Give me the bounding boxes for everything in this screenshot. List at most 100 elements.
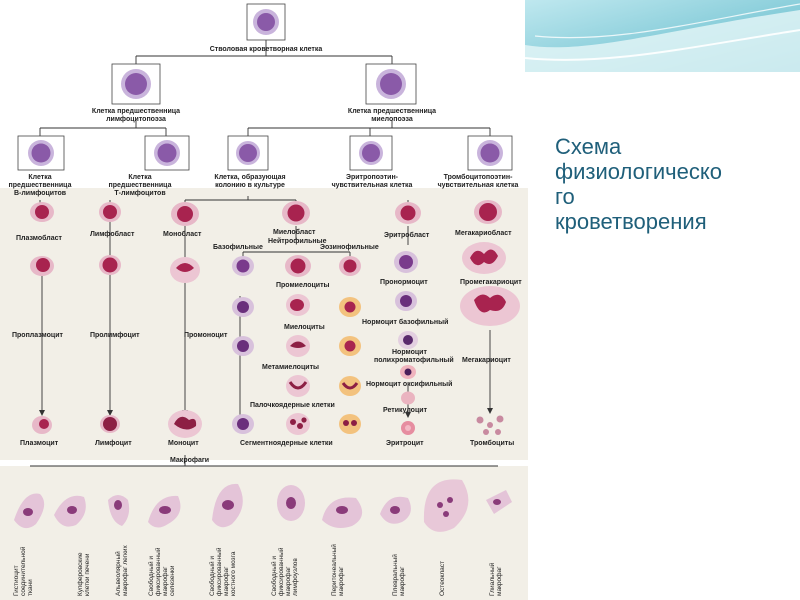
macro-10-line-1: Глиальный — [488, 562, 496, 596]
label-eosinophilic: Эозинофильные — [320, 244, 379, 251]
label-erythrocyte: Эритроцит — [386, 440, 424, 447]
macro-7-line-1: Перитонеальный — [330, 544, 338, 596]
stem-cell — [246, 3, 286, 41]
macro-8-line-1: Плевральный — [391, 554, 399, 596]
label-platelets: Тромбоциты — [470, 439, 514, 447]
myeloblast-cell — [282, 201, 310, 225]
macro-5-line-3: макрофаг — [223, 566, 230, 596]
label-segmented: Сегментноядерные клетки — [240, 440, 333, 447]
macro-2-line-1: Купферовские — [77, 552, 84, 596]
erythroblast-cell — [395, 202, 421, 224]
label-myelocytes: Миелоциты — [284, 324, 325, 331]
macrophage-labels: Гистиоцит соединительной ткани Купферовс… — [13, 544, 503, 596]
normo-poly-cell — [398, 331, 418, 349]
b-progenitor-cell — [17, 135, 65, 171]
label-t-prog-1: Клетка — [128, 174, 151, 181]
basophil-promyelocyte-cell — [232, 256, 254, 276]
connector-lines — [30, 40, 498, 467]
macro-3-line-1: Альвеолярный — [114, 551, 122, 596]
cfu-cell — [227, 135, 269, 171]
label-band: Палочкоядерные клетки — [250, 402, 335, 409]
myelo-progenitor-cell — [365, 63, 417, 105]
normo-oxy-cell — [400, 365, 416, 379]
macrophage-cell-5 — [212, 483, 243, 528]
label-cfu-2: колонию в культуре — [215, 182, 285, 189]
label-myelo-prog-2: миелопоэза — [371, 116, 413, 123]
label-monoblast: Монобласт — [163, 230, 202, 238]
macrophage-cell-2 — [54, 495, 86, 527]
label-monocyte: Моноцит — [168, 440, 199, 447]
macro-5-line-4: костного мозга — [230, 551, 237, 596]
label-t-prog-3: Т-лимфоцитов — [114, 190, 166, 197]
label-reticulocyte: Ретикулоцит — [383, 407, 428, 414]
macro-5-line-2: фиксированный — [215, 547, 223, 596]
macro-8-line-2: макрофаг — [399, 566, 406, 596]
label-pronormocyte: Пронормоцит — [380, 279, 428, 286]
decorative-wave — [525, 0, 800, 72]
erythrocyte-cell — [401, 421, 415, 435]
macrophage-cell-8 — [380, 496, 411, 524]
lower-panel — [0, 188, 528, 460]
label-b-prog-2: предшественница — [9, 182, 72, 189]
neutrophil-band-cell — [286, 375, 310, 397]
macro-5-line-1: Свободный и — [208, 556, 216, 596]
macro-4-line-3: макрофаг — [162, 566, 169, 596]
label-normo-poly-1: Нормоцит — [392, 349, 427, 356]
label-lymphoblast: Лимфобласт — [90, 230, 135, 238]
eosinophil-myelocyte-cell — [339, 297, 361, 317]
macro-1-line-1: Гистиоцит — [13, 565, 20, 596]
macro-10-line-2: макрофаг — [496, 566, 503, 596]
basophil-metamyelocyte-cell — [232, 336, 254, 356]
macro-4-line-4: селезенки — [169, 565, 176, 596]
label-myelo-prog-1: Клетка предшественница — [348, 108, 436, 115]
label-thr-prog-2: чувствительная клетка — [438, 182, 519, 189]
label-proplasmocyte: Проплазмоцит — [12, 332, 64, 339]
label-promyelocytes: Промиелоциты — [276, 282, 330, 289]
label-prolymphocyte: Пролимфоцит — [90, 332, 140, 339]
macrophage-cell-3 — [108, 495, 130, 526]
macrophage-cell-6 — [277, 485, 305, 521]
label-t-prog-2: предшественница — [109, 182, 172, 189]
macro-6-line-1: Свободный и — [270, 556, 278, 596]
macrophage-cell-1 — [14, 493, 45, 529]
label-neutrophilic: Нейтрофильные — [268, 237, 327, 245]
macro-1-line-3: ткани — [27, 579, 34, 596]
eosinophil-promyelocyte-cell — [339, 256, 361, 276]
prolymphocyte-cell — [99, 255, 121, 275]
label-stem: Стволовая кроветворная клетка — [210, 46, 323, 53]
label-normo-poly-2: полихроматофильный — [374, 356, 454, 364]
macro-2-line-2: клетки печени — [84, 553, 91, 596]
label-ery-prog-2: чувствительная клетка — [332, 182, 413, 189]
label-lymph-prog-1: Клетка предшественница — [92, 108, 180, 115]
label-lymph-prog-2: лимфоцитопоэза — [106, 116, 166, 123]
label-myeloblast: Миелобласт — [273, 228, 316, 236]
macrophage-cell-10 — [486, 490, 512, 514]
slide-title: Схема физиологическо го кроветворения — [555, 134, 722, 234]
platelets-cells — [476, 415, 504, 435]
hematopoiesis-diagram: Стволовая кроветворная клетка Клетка пре… — [0, 3, 528, 600]
label-b-prog-1: Клетка — [28, 174, 51, 181]
label-metamyelocytes: Метамиелоциты — [262, 364, 319, 371]
macro-7-line-2: макрофаг — [338, 566, 345, 596]
macro-6-line-3: макрофаг — [285, 566, 292, 596]
reticulocyte-cell — [401, 391, 415, 405]
basophil-myelocyte-cell — [232, 297, 254, 317]
plasmoblast-cell — [30, 202, 54, 222]
neutrophil-metamyelocyte-cell — [286, 335, 310, 357]
lymph-progenitor-cell — [111, 63, 161, 105]
label-normo-baso: Нормоцит базофильный — [362, 318, 448, 326]
label-megakaryoblast: Мегакариобласт — [455, 229, 512, 237]
macro-4-line-2: фиксированный — [154, 547, 162, 596]
proplasmocyte-cell — [30, 256, 54, 276]
lineage-cells — [30, 200, 520, 438]
macrophage-cells — [14, 479, 512, 532]
megakaryocyte-cell — [460, 286, 520, 326]
eosinophil-metamyelocyte-cell — [339, 336, 361, 356]
label-cfu-1: Клетка, образующая — [214, 173, 285, 181]
eosinophil-segmented-cell — [339, 414, 361, 434]
normo-baso-cell — [395, 291, 417, 311]
label-lymphocyte: Лимфоцит — [95, 440, 132, 447]
macro-1-line-2: соединительной — [19, 546, 27, 596]
label-megakaryocyte: Мегакариоцит — [462, 357, 511, 364]
